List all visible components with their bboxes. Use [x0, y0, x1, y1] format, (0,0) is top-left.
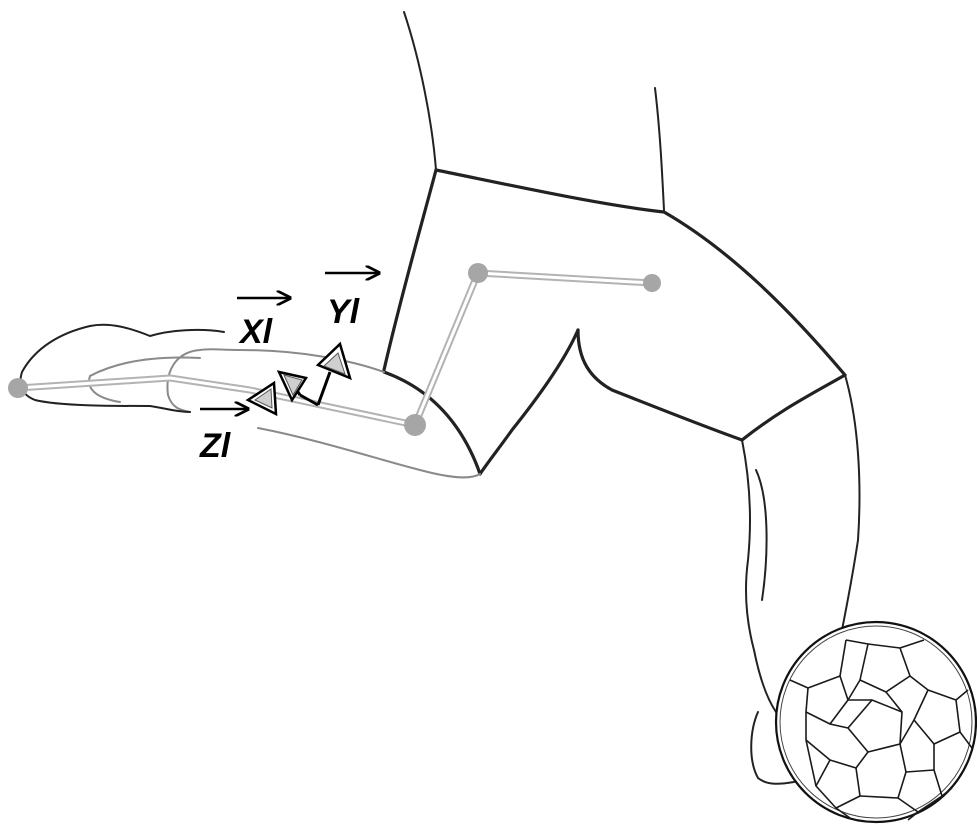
torso-outline [404, 12, 664, 210]
ankle-joint [8, 378, 28, 398]
z-axis-label: Zl [199, 427, 232, 465]
y-axis-label: Yl [327, 293, 361, 331]
x-axis-label-group: Xl [237, 298, 290, 351]
shorts-outline [384, 170, 845, 474]
y-axis-label-group: Yl [325, 273, 379, 331]
x-axis-label: Xl [238, 313, 274, 351]
soccer-ball-icon [776, 622, 976, 822]
z-axis-label-group: Zl [199, 409, 248, 465]
pelvis-joint [643, 274, 661, 292]
hip-joint [468, 263, 488, 283]
knee-joint [404, 414, 426, 436]
